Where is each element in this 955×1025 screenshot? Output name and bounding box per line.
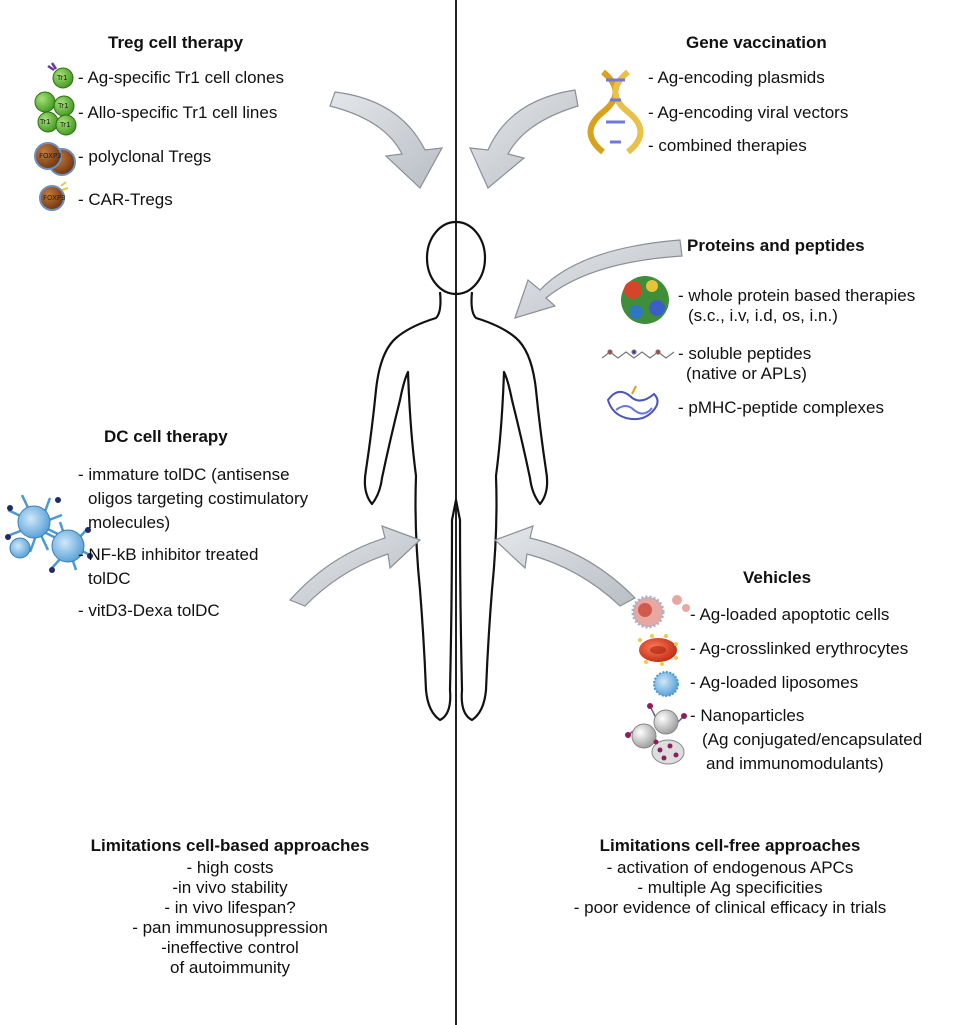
svg-text:FOXP3: FOXP3 xyxy=(43,194,66,202)
dendritic-cells-icon xyxy=(5,494,93,573)
vehicles-item-4: - Nanoparticles xyxy=(690,706,805,725)
gene-title: Gene vaccination xyxy=(686,33,827,52)
svg-text:FOXP3: FOXP3 xyxy=(39,152,62,160)
vehicles-item-4-cont2: and immunomodulants) xyxy=(706,754,884,773)
proteins-item-1-note: (s.c., i.v, i.d, os, i.n.) xyxy=(688,306,838,325)
nanoparticles-icon xyxy=(625,703,687,765)
erythrocyte-icon xyxy=(638,634,678,666)
limitation-cell-6: of autoimmunity xyxy=(170,958,290,977)
arrow-proteins-to-body xyxy=(514,239,683,319)
dna-helix-icon xyxy=(587,69,644,155)
treg-item-3: - polyclonal Tregs xyxy=(78,147,212,166)
human-body-icon xyxy=(363,220,549,722)
proteins-item-3: - pMHC-peptide complexes xyxy=(678,398,884,417)
limitation-free-3: - poor evidence of clinical efficacy in … xyxy=(573,898,887,917)
apoptotic-cells-icon xyxy=(631,595,690,629)
dc-item-2: - NF-kB inhibitor treated xyxy=(78,545,259,564)
gene-item-1: - Ag-encoding plasmids xyxy=(648,68,825,87)
limitation-free-2: - multiple Ag specificities xyxy=(637,878,823,897)
vehicles-title: Vehicles xyxy=(743,568,812,587)
arrow-treg-to-body xyxy=(329,91,444,189)
svg-text:Tr1: Tr1 xyxy=(59,121,71,129)
dc-item-1-cont: oligos targeting costimulatory xyxy=(88,489,309,508)
dc-item-3: - vitD3-Dexa tolDC xyxy=(78,601,220,620)
limitation-cell-1: - high costs xyxy=(186,858,274,877)
tr1-cell-lines-icon: Tr1 Tr1 Tr1 xyxy=(34,91,77,136)
vehicles-item-1: - Ag-loaded apoptotic cells xyxy=(690,605,890,624)
limitations-cell-based: Limitations cell-based approaches - high… xyxy=(50,836,410,978)
limitation-cell-5: -ineffective control xyxy=(161,938,299,957)
treg-item-1: - Ag-specific Tr1 cell clones xyxy=(78,68,284,87)
gene-item-2: - Ag-encoding viral vectors xyxy=(648,103,849,122)
center-divider xyxy=(455,0,457,1025)
svg-text:Tr1: Tr1 xyxy=(39,118,51,126)
dc-title: DC cell therapy xyxy=(104,427,228,446)
limitation-cell-3: - in vivo lifespan? xyxy=(164,898,296,917)
limitation-free-1: - activation of endogenous APCs xyxy=(606,858,854,877)
limitations-cell-free: Limitations cell-free approaches - activ… xyxy=(530,836,930,918)
protein-structure-icon xyxy=(621,276,669,324)
tr1-clone-icon: Tr1 xyxy=(47,62,74,89)
vehicles-item-2: - Ag-crosslinked erythrocytes xyxy=(690,639,909,658)
pmhc-complex-icon xyxy=(606,385,659,421)
tr1-label: Tr1 xyxy=(56,74,68,82)
arrow-gene-to-body xyxy=(469,89,579,189)
vehicles-item-3: - Ag-loaded liposomes xyxy=(690,673,859,692)
peptide-chain-icon xyxy=(601,349,675,359)
liposome-icon xyxy=(653,671,679,697)
treg-item-2: - Allo-specific Tr1 cell lines xyxy=(78,103,278,122)
svg-text:Tr1: Tr1 xyxy=(57,102,69,110)
vehicles-item-4-cont: (Ag conjugated/encapsulated xyxy=(702,730,923,749)
proteins-title: Proteins and peptides xyxy=(687,236,865,255)
treg-item-4: - CAR-Tregs xyxy=(78,190,173,209)
car-treg-icon: FOXP3 xyxy=(39,181,69,211)
proteins-item-1: - whole protein based therapies xyxy=(678,286,916,305)
proteins-item-2-note: (native or APLs) xyxy=(686,364,807,383)
arrow-dc-to-body xyxy=(288,525,422,607)
polyclonal-treg-icon: FOXP3 xyxy=(34,142,76,176)
gene-item-3: - combined therapies xyxy=(648,136,807,155)
limitations-cell-free-title: Limitations cell-free approaches xyxy=(599,836,861,855)
dc-item-2-cont: tolDC xyxy=(88,569,131,588)
dc-item-1-cont2: molecules) xyxy=(88,513,171,532)
limitation-cell-2: -in vivo stability xyxy=(172,878,288,897)
arrow-vehicles-to-body xyxy=(493,525,636,607)
proteins-item-2: - soluble peptides xyxy=(678,344,812,363)
dc-item-1: - immature tolDC (antisense xyxy=(78,465,290,484)
limitations-cell-based-title: Limitations cell-based approaches xyxy=(90,836,370,855)
limitation-cell-4: - pan immunosuppression xyxy=(132,918,328,937)
treg-title: Treg cell therapy xyxy=(108,33,244,52)
